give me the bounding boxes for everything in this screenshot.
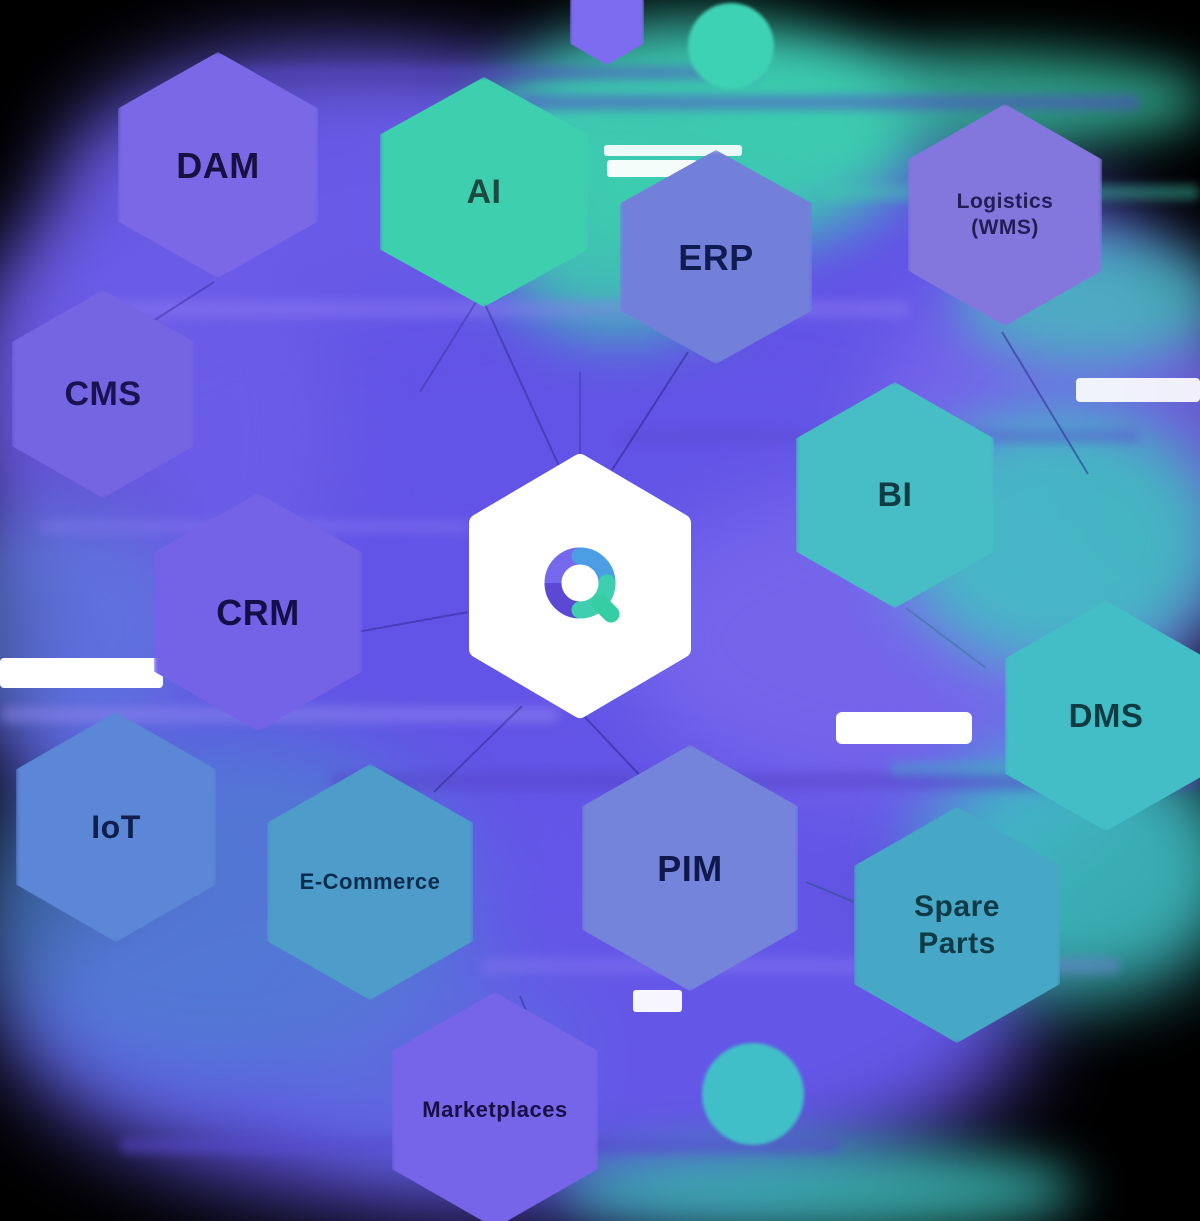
white-hexagon: [469, 454, 691, 718]
quable-q-logo-icon: [544, 547, 620, 623]
connector-line: [611, 351, 689, 471]
hexagon-label: PIM: [657, 847, 723, 889]
white-streak: [836, 712, 972, 744]
white-streak: [604, 145, 742, 156]
white-streak: [633, 990, 682, 1012]
hexagon-label: DMS: [1068, 697, 1144, 735]
connector-line: [583, 715, 647, 783]
hexagon-label: DAM: [176, 144, 260, 186]
hex-node-cms: CMS: [12, 290, 194, 498]
connector-line: [483, 301, 561, 469]
quable-logo-hexagon: [460, 453, 700, 724]
hexagon-label: CMS: [64, 374, 142, 413]
hex-node-pim: PIM: [582, 745, 798, 991]
hex-node-ecommerce: E-Commerce: [267, 764, 473, 1000]
white-streak: [607, 160, 697, 177]
connector-line: [1001, 331, 1089, 475]
white-streak: [0, 658, 163, 688]
hexagon-label: AI: [466, 172, 502, 211]
hex-node-dam: DAM: [118, 52, 318, 278]
hexagon-label: ERP: [678, 236, 754, 278]
background-blob: [560, 1145, 1080, 1221]
hexagon-label: BI: [877, 475, 913, 514]
hexagon-label: Logistics(WMS): [956, 189, 1054, 239]
hexagon-shape: [582, 745, 798, 991]
hex-node-ai: AI: [380, 77, 588, 307]
connector-line: [419, 301, 477, 393]
hexagon-label: Marketplaces: [422, 1097, 568, 1123]
hex-node-erp: ERP: [620, 150, 812, 364]
background-streak: [240, 66, 760, 80]
decor-circle: [702, 1043, 804, 1145]
hexagon-shape: [154, 493, 362, 731]
hexagon-label: IoT: [91, 809, 141, 845]
hex-node-iot: IoT: [16, 712, 216, 942]
connector-line: [905, 607, 987, 669]
hexagon-label: CRM: [216, 591, 300, 633]
decor-circle: [688, 3, 774, 89]
background-streak: [520, 95, 1140, 110]
hexagon-label: E-Commerce: [299, 869, 441, 895]
hex-node-marketplaces: Marketplaces: [392, 992, 598, 1221]
hex-node-crm: CRM: [154, 493, 362, 731]
connector-line: [433, 705, 523, 793]
background-streak: [330, 772, 1200, 790]
connector-line: [805, 881, 855, 903]
white-streak: [1076, 378, 1200, 402]
hex-node-bi: BI: [796, 382, 994, 608]
hex-node-logistics: Logistics(WMS): [908, 104, 1102, 326]
hex-node-dms: DMS: [1005, 601, 1200, 831]
